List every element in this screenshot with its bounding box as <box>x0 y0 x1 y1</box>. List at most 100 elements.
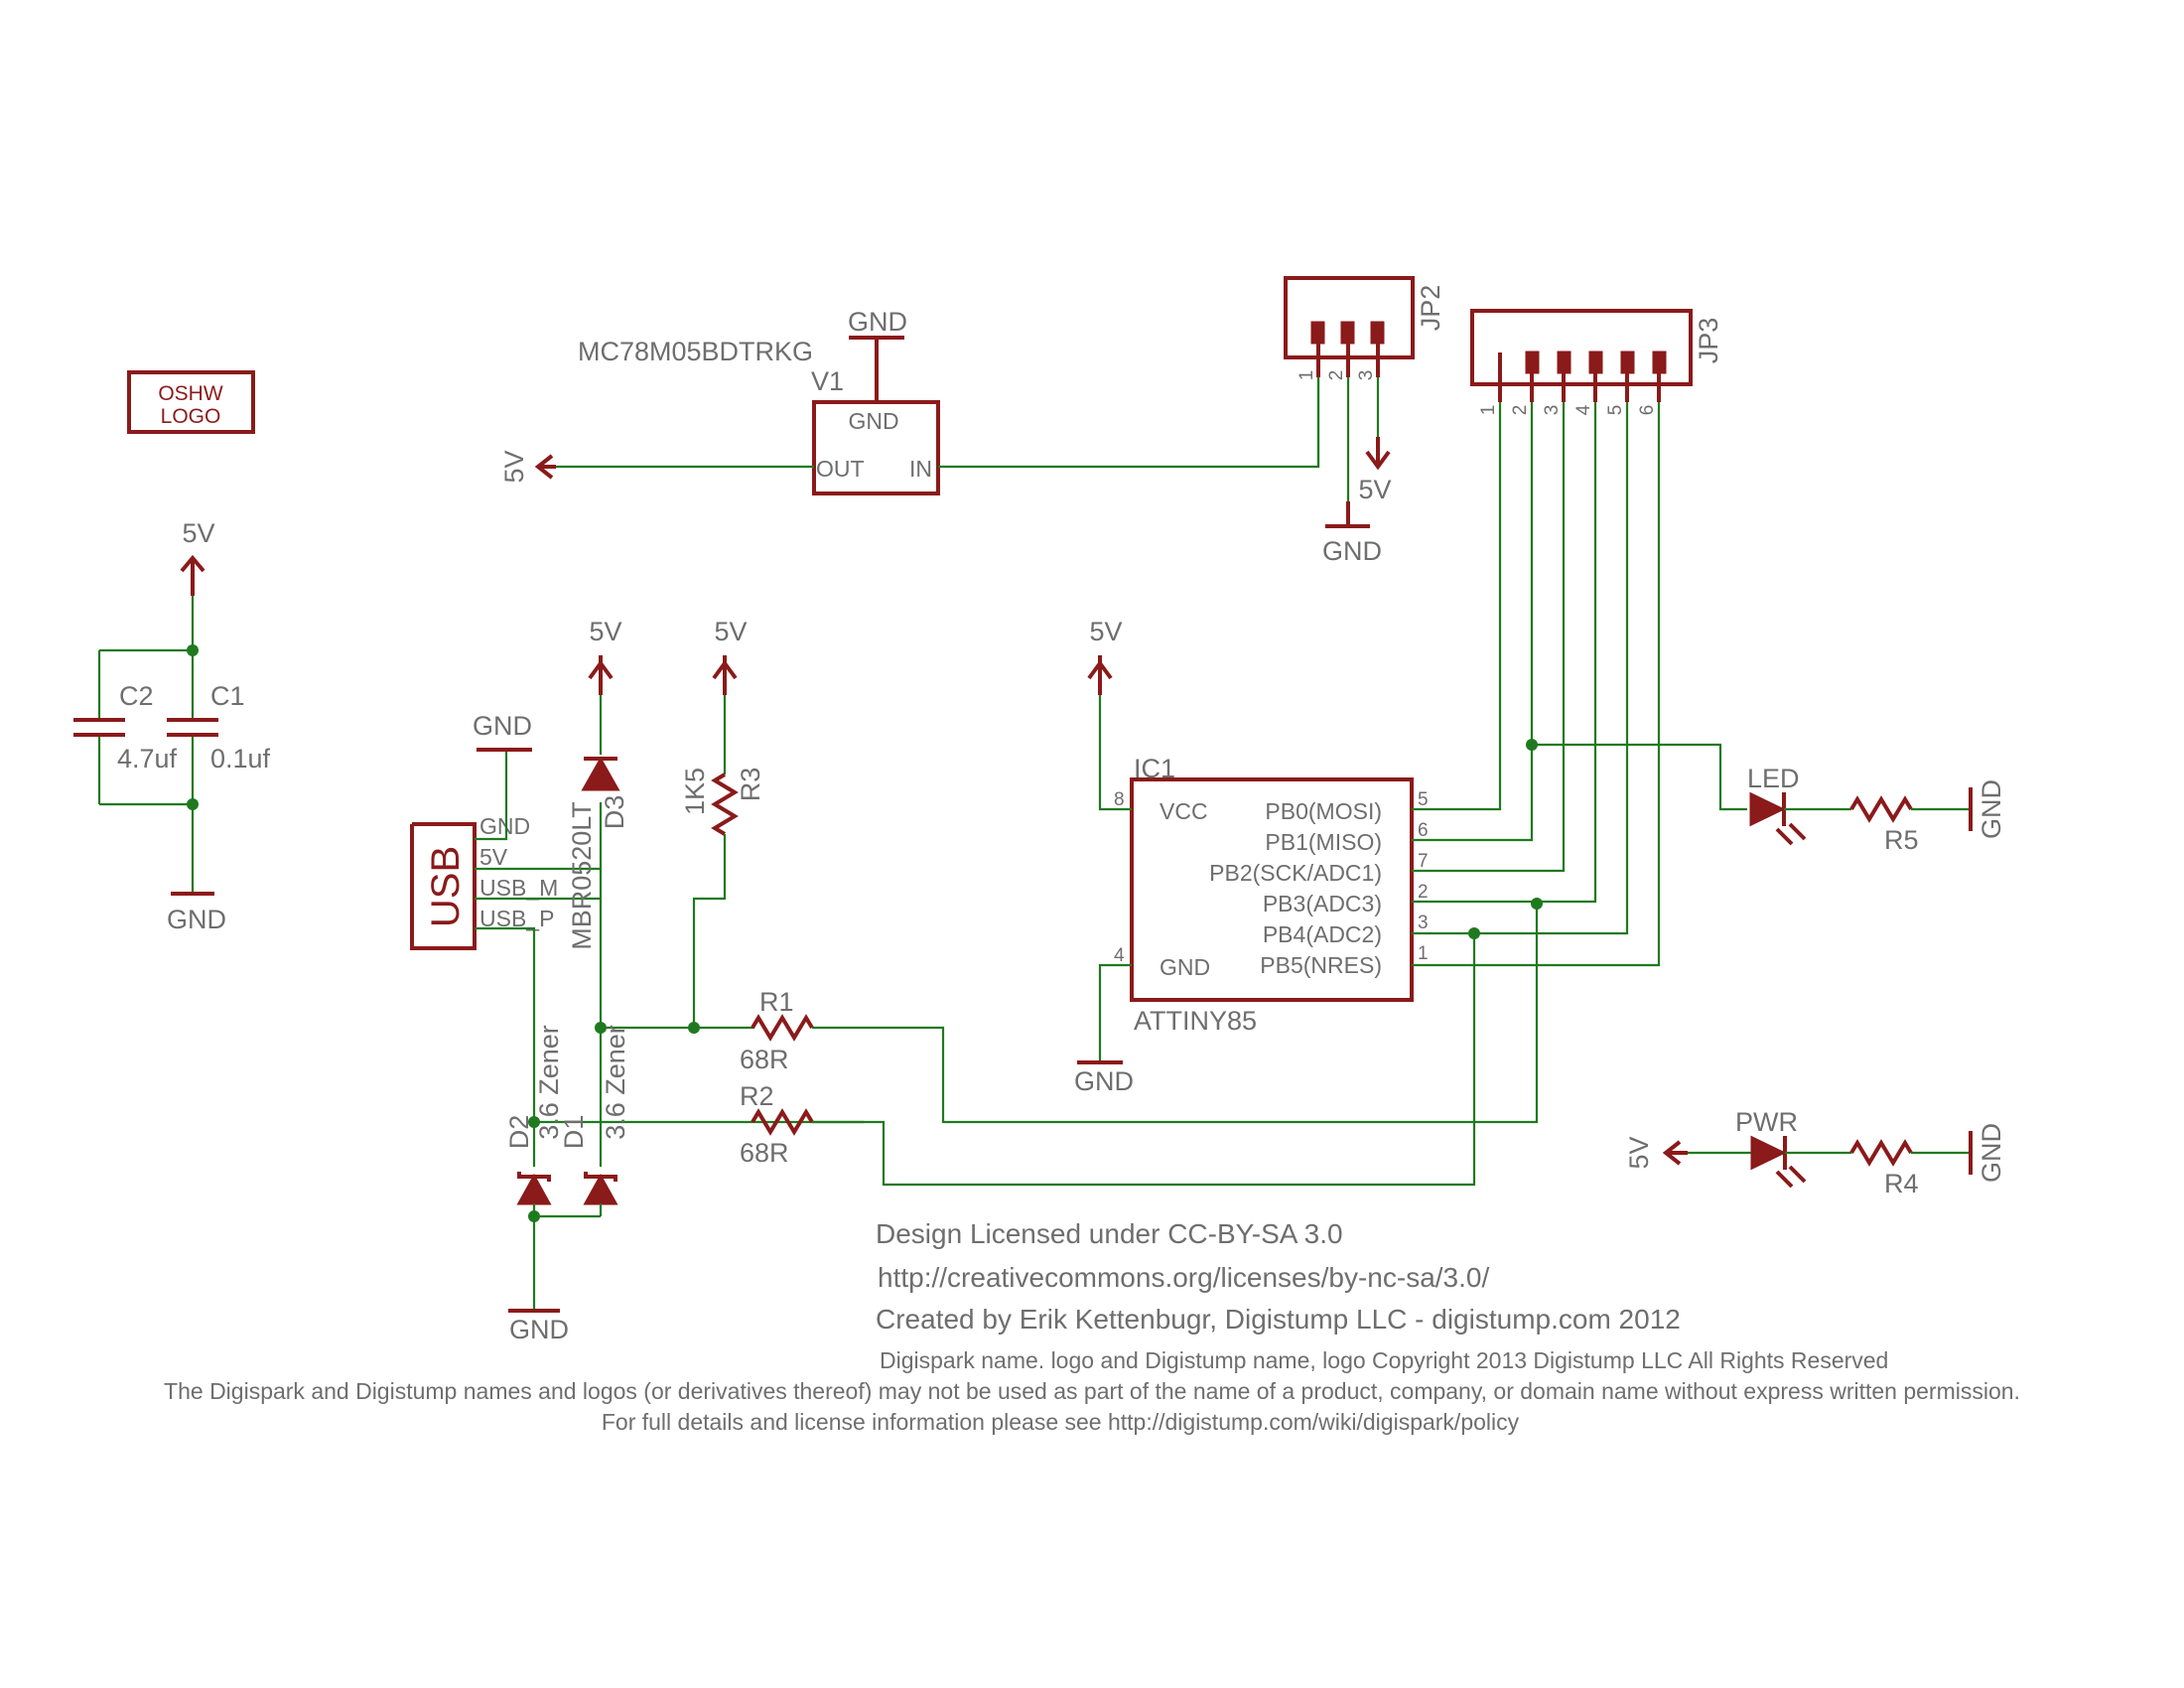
credits-block: Design Licensed under CC-BY-SA 3.0 http:… <box>164 1218 2020 1435</box>
r2-value: 68R <box>740 1138 789 1168</box>
led-gnd-label: GND <box>1977 779 2006 839</box>
jp3-pin-2: 2 <box>1510 405 1531 416</box>
diode-d3: 5V D3 MBR0520LT <box>567 617 629 1028</box>
r5-ref: R5 <box>1884 825 1919 855</box>
regulator-gnd-label: GND <box>848 307 907 337</box>
ic1-pin-pb1-num: 6 <box>1418 820 1429 841</box>
zener-diodes: GND D2 3.6 Zener D1 3.6 Zener <box>504 1022 864 1344</box>
regulator-pin-out: OUT <box>816 456 865 482</box>
usb-title: USB <box>424 846 468 927</box>
ic1-pin-pb4: PB4(ADC2) <box>1263 921 1382 947</box>
author-text: Created by Erik Kettenbugr, Digistump LL… <box>876 1304 1681 1335</box>
ic1-attiny85: IC1 ATTINY85 VCC 8 GND 4 PB0(MOSI) PB1(M… <box>1074 617 1429 1096</box>
d1-type: 3.6 Zener <box>601 1025 630 1140</box>
ic1-pin-pb1: PB1(MISO) <box>1265 829 1382 855</box>
jp3-pin-6: 6 <box>1637 405 1658 416</box>
jp3-pin-stubs <box>1498 352 1661 402</box>
usb-pin-5v: 5V <box>479 844 508 870</box>
names-text: The Digispark and Digistump names and lo… <box>164 1378 2020 1404</box>
ic1-pin-pb0-num: 5 <box>1418 789 1429 810</box>
jp3-pin-1: 1 <box>1478 405 1499 416</box>
c1-ref: C1 <box>210 681 245 711</box>
capacitor-group: C2 4.7uf C1 0.1uf 5V GND <box>73 518 271 934</box>
ic1-pin-gnd-num: 4 <box>1114 945 1125 966</box>
cap-5v-label: 5V <box>182 518 214 548</box>
led-ref: LED <box>1747 764 1800 793</box>
r1-ref: R1 <box>759 987 794 1017</box>
usb-connector: USB GND 5V USB_M USB_P GND <box>410 711 601 1122</box>
ic1-pin-pb4-num: 3 <box>1418 913 1429 933</box>
r3-5v-label: 5V <box>714 617 747 646</box>
regulator-v1: MC78M05BDTRKG V1 GND OUT IN GND 5V <box>499 307 1320 495</box>
usb-pin-usbm: USB_M <box>479 875 558 901</box>
resistor-r3: 5V R3 1K5 <box>680 617 765 1028</box>
regulator-part: MC78M05BDTRKG <box>578 337 813 366</box>
oshw-logo: OSHW LOGO <box>127 370 255 434</box>
regulator-pin-in: IN <box>909 456 932 482</box>
ic1-pin-vcc-num: 8 <box>1114 789 1125 810</box>
power-5v-symbol: 5V <box>180 518 215 596</box>
led-indicator: LED R5 GND <box>1747 764 2006 855</box>
jp3-pin-4: 4 <box>1573 404 1594 415</box>
jp3-pin-5: 5 <box>1605 405 1626 416</box>
ic1-part: ATTINY85 <box>1134 1006 1257 1036</box>
c1-value: 0.1uf <box>210 744 271 774</box>
details-text: For full details and license information… <box>602 1409 1520 1435</box>
zener-gnd-label: GND <box>509 1315 569 1344</box>
cap-gnd-label: GND <box>167 905 226 934</box>
resistor-r1: R1 68R <box>740 904 1539 1124</box>
oshw-logo-line1: OSHW <box>158 382 223 405</box>
jp2-pin-2: 2 <box>1326 370 1347 381</box>
jp2-pin-3: 3 <box>1356 370 1377 381</box>
r1-value: 68R <box>740 1045 789 1074</box>
power-led: 5V PWR R4 GND <box>1624 1107 2006 1198</box>
ic1-pin-pb2: PB2(SCK/ADC1) <box>1209 860 1382 886</box>
connector-jp2: JP2 1 2 3 5V GND <box>1284 276 1445 566</box>
usb-gnd-label: GND <box>473 711 532 741</box>
d3-part: MBR0520LT <box>567 801 597 950</box>
d3-5v-label: 5V <box>589 617 621 646</box>
regulator-5v-label: 5V <box>499 450 529 483</box>
d3-ref: D3 <box>600 795 629 830</box>
oshw-logo-line2: LOGO <box>161 405 221 428</box>
c2-ref: C2 <box>119 681 154 711</box>
d1-ref: D1 <box>559 1115 589 1150</box>
pwr-ref: PWR <box>1735 1107 1798 1137</box>
pwr-gnd-label: GND <box>1977 1123 2006 1183</box>
ground-symbol: GND <box>167 892 226 934</box>
resistor-r2: R2 68R <box>740 933 1476 1187</box>
ic1-5v-label: 5V <box>1089 617 1122 646</box>
regulator-ref: V1 <box>811 366 844 396</box>
ic1-pin-pb5: PB5(NRES) <box>1260 952 1382 978</box>
jp3-pin-3: 3 <box>1542 405 1563 416</box>
ic1-pin-gnd: GND <box>1160 954 1210 980</box>
license-url: http://creativecommons.org/licenses/by-n… <box>878 1262 1489 1293</box>
ic1-pin-pb5-num: 1 <box>1418 943 1429 964</box>
ic1-pin-pb0: PB0(MOSI) <box>1265 798 1382 824</box>
jp2-5v-label: 5V <box>1358 475 1391 504</box>
d2-type: 3.6 Zener <box>534 1025 564 1140</box>
c2-value: 4.7uf <box>117 744 178 774</box>
ic1-pin-pb3: PB3(ADC3) <box>1263 891 1382 916</box>
copyright-text: Digispark name. logo and Digistump name,… <box>880 1347 1888 1373</box>
capacitor-c2 <box>73 718 125 737</box>
jp2-gnd-label: GND <box>1322 536 1382 566</box>
jp3-ref: JP3 <box>1694 318 1723 364</box>
ic1-gnd-label: GND <box>1074 1066 1134 1096</box>
jp2-pin-1: 1 <box>1297 370 1317 381</box>
r3-ref: R3 <box>736 768 765 802</box>
ic1-pin-pb3-num: 2 <box>1418 882 1429 903</box>
r3-value: 1K5 <box>680 768 710 815</box>
regulator-pin-gnd: GND <box>848 408 898 434</box>
r2-ref: R2 <box>740 1081 774 1111</box>
r4-ref: R4 <box>1884 1169 1919 1198</box>
ic1-jp3-nets <box>1412 402 1747 967</box>
capacitor-c1 <box>167 718 218 737</box>
ic1-pin-pb2-num: 7 <box>1418 851 1429 872</box>
connector-jp3: JP3 1 2 3 4 5 6 <box>1470 309 1723 416</box>
ic1-pin-vcc: VCC <box>1160 798 1208 824</box>
pwr-5v-label: 5V <box>1624 1136 1654 1169</box>
license-text: Design Licensed under CC-BY-SA 3.0 <box>876 1218 1343 1249</box>
usb-pin-gnd: GND <box>479 813 530 839</box>
